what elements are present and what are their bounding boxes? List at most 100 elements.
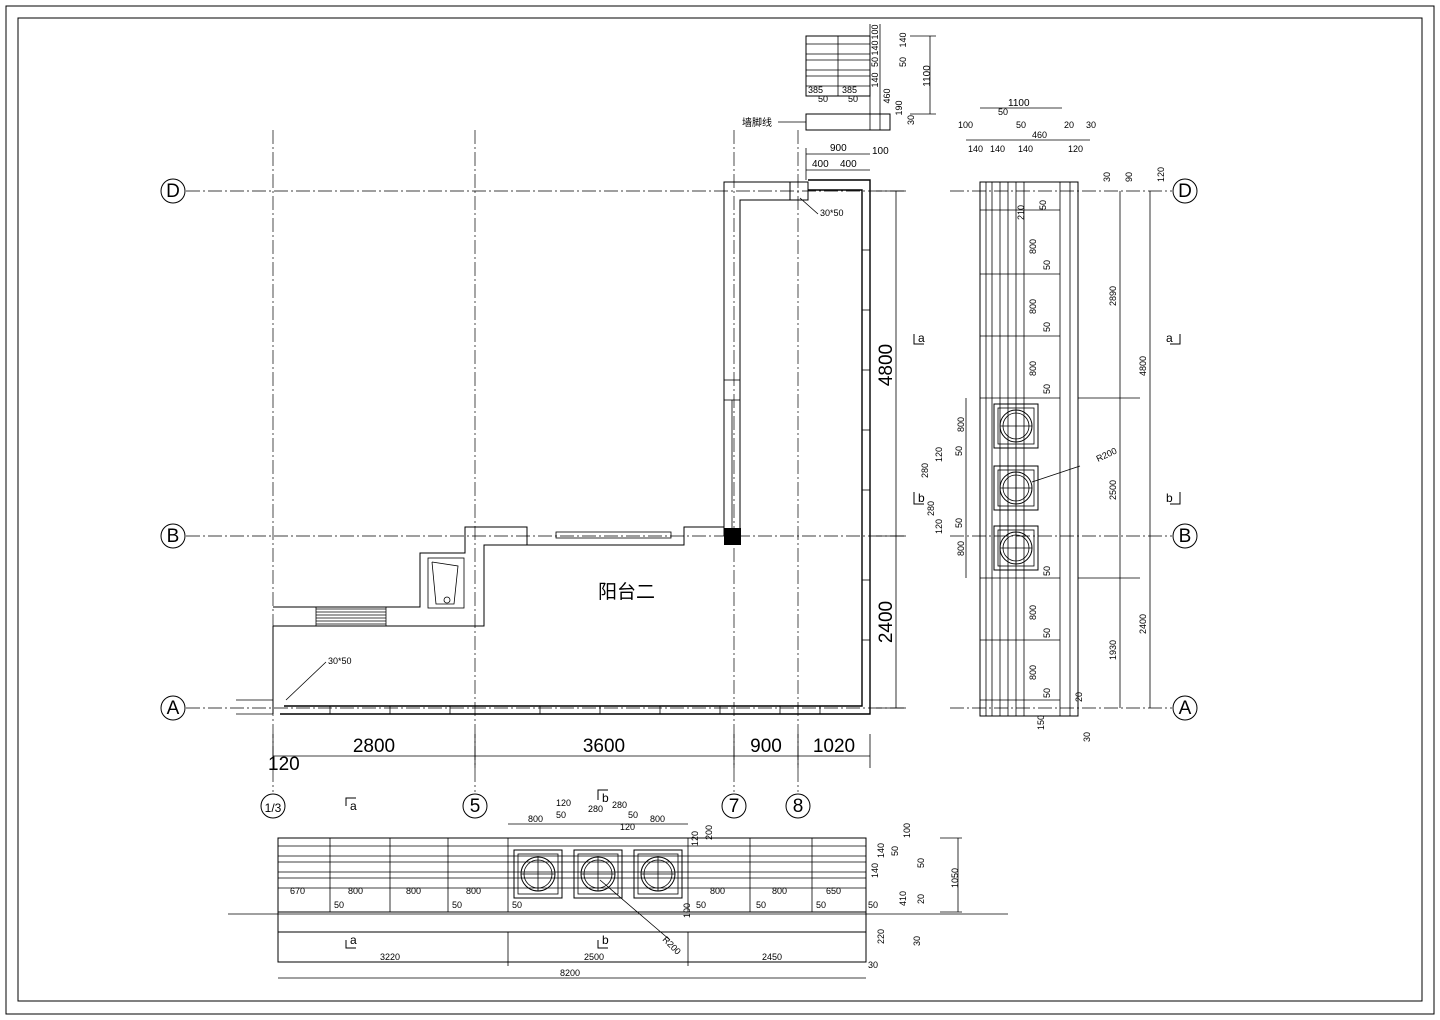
- dim-side-20: 20: [1064, 120, 1074, 130]
- leader-bracket-1: [285, 661, 327, 701]
- br-20: 20: [916, 894, 926, 904]
- axis-label-1-3: 1/3: [265, 801, 282, 815]
- leader-bracket-2: [799, 197, 819, 215]
- sp-800b: 800: [1028, 299, 1038, 314]
- corner-post: [789, 181, 809, 201]
- plan-view: D B A 1/3 5 7 8: [160, 130, 1181, 819]
- dim-side-140a: 140: [968, 144, 983, 154]
- axis-bubble-b-side: [1172, 523, 1198, 549]
- sec-b-b2: b: [602, 933, 609, 947]
- dim-top-100: 100: [872, 146, 889, 157]
- bg-50d: 50: [696, 900, 706, 910]
- wall-opening: [723, 379, 741, 401]
- bs-2450: 2450: [762, 952, 782, 962]
- dim-side-30: 30: [1086, 120, 1096, 130]
- axis-label-5: 5: [470, 796, 481, 817]
- sp-210: 210: [1016, 205, 1026, 220]
- wall-footing-box: [805, 113, 891, 131]
- axis-bubble-7: [721, 793, 747, 819]
- br-30: 30: [912, 936, 922, 946]
- bb-800e: 800: [772, 886, 787, 896]
- sp-50d: 50: [1042, 384, 1052, 394]
- br-100: 100: [902, 823, 912, 838]
- section-mark-a-plan: a a: [913, 331, 1181, 345]
- dim-td-385b: 385: [842, 85, 857, 95]
- sp-800d: 800: [1028, 605, 1038, 620]
- dim-side-100: 100: [958, 120, 973, 130]
- bottom-panel: [277, 837, 867, 913]
- sp-50b: 50: [1042, 260, 1052, 270]
- dim-side-1100: 1100: [1008, 98, 1030, 109]
- dim-td-460: 460: [882, 88, 892, 103]
- axis-bubble-5: [462, 793, 488, 819]
- fixture: [431, 561, 459, 605]
- dim-top-400b: 400: [840, 159, 857, 170]
- axis-label-a: A: [167, 698, 180, 719]
- bb-800a: 800: [348, 886, 363, 896]
- bg-50c: 50: [512, 900, 522, 910]
- axis-bubble-d-side: [1172, 178, 1198, 204]
- bm-200: 200: [704, 825, 714, 840]
- dim-td-140c: 140: [870, 72, 880, 87]
- sr-2400: 2400: [1138, 614, 1148, 634]
- sr-30: 30: [1102, 172, 1112, 182]
- dim-top-900: 900: [830, 143, 847, 154]
- axis-label-7: 7: [729, 796, 740, 817]
- side-panel: [979, 181, 1079, 717]
- br-50b: 50: [916, 858, 926, 868]
- sp-50e: 50: [1042, 566, 1052, 576]
- bottom-base: [277, 911, 867, 933]
- room-label: 阳台二: [598, 581, 655, 603]
- dim-3600: 3600: [583, 736, 625, 757]
- sp-50a: 50: [1038, 200, 1048, 210]
- sp-150: 150: [1036, 715, 1046, 730]
- sl-800b: 800: [956, 541, 966, 556]
- bs-3220: 3220: [380, 952, 400, 962]
- br-140b: 140: [870, 863, 880, 878]
- bt-120a: 120: [556, 798, 571, 808]
- side-panel-rails: [980, 209, 1060, 701]
- dim-td-50a: 50: [870, 57, 880, 67]
- axis-bubble-b: [160, 523, 186, 549]
- dim-td-30: 30: [906, 115, 916, 125]
- sec-a-b2: a: [350, 933, 357, 947]
- sp-50g: 50: [1042, 688, 1052, 698]
- side-radius: R200: [1095, 446, 1119, 464]
- dim-top-400a: 400: [812, 159, 829, 170]
- axis-label-d: D: [166, 181, 180, 202]
- sl-800a: 800: [956, 417, 966, 432]
- bt-280a: 280: [588, 804, 603, 814]
- dim-side-50b: 50: [1016, 120, 1026, 130]
- dim-td-140: 140: [870, 40, 880, 55]
- sr-90: 90: [1124, 172, 1134, 182]
- axis-label-d-side: D: [1178, 181, 1192, 202]
- bt-800b: 800: [650, 814, 665, 824]
- sp-800a: 800: [1028, 239, 1038, 254]
- axis-label-b: B: [167, 526, 180, 547]
- bt-800a: 800: [528, 814, 543, 824]
- axis-bubble-1-3: [260, 793, 286, 819]
- bg-50e: 50: [756, 900, 766, 910]
- railing-posts-bottom: [329, 706, 821, 714]
- top-section-detail: 1100 100 140 140 50 50 140 460 190 30 38…: [742, 24, 936, 131]
- bt-50a: 50: [556, 810, 566, 820]
- bb-800b: 800: [406, 886, 421, 896]
- dim-120: 120: [268, 754, 300, 775]
- bottom-roundels: [513, 849, 683, 899]
- dim-2400: 2400: [876, 601, 897, 643]
- sr-4800: 4800: [1138, 356, 1148, 376]
- side-top-dims: 1100 50 50 100 460 20 30 140 140 140 120: [958, 98, 1096, 154]
- bracket-note-2: 30*50: [820, 208, 844, 218]
- sec-a-b1: a: [350, 799, 357, 813]
- dim-side-50a: 50: [998, 107, 1008, 117]
- bg-50g: 50: [868, 900, 878, 910]
- axis-label-8: 8: [793, 796, 804, 817]
- sp-800c: 800: [1028, 361, 1038, 376]
- section-mark-b-plan: b b: [913, 491, 1181, 505]
- building-wall-outer: [723, 181, 808, 536]
- section-b-label-2: b: [1166, 491, 1173, 505]
- sl-50a: 50: [954, 446, 964, 456]
- bt-280b: 280: [612, 800, 627, 810]
- dim-side-460: 460: [1032, 130, 1047, 140]
